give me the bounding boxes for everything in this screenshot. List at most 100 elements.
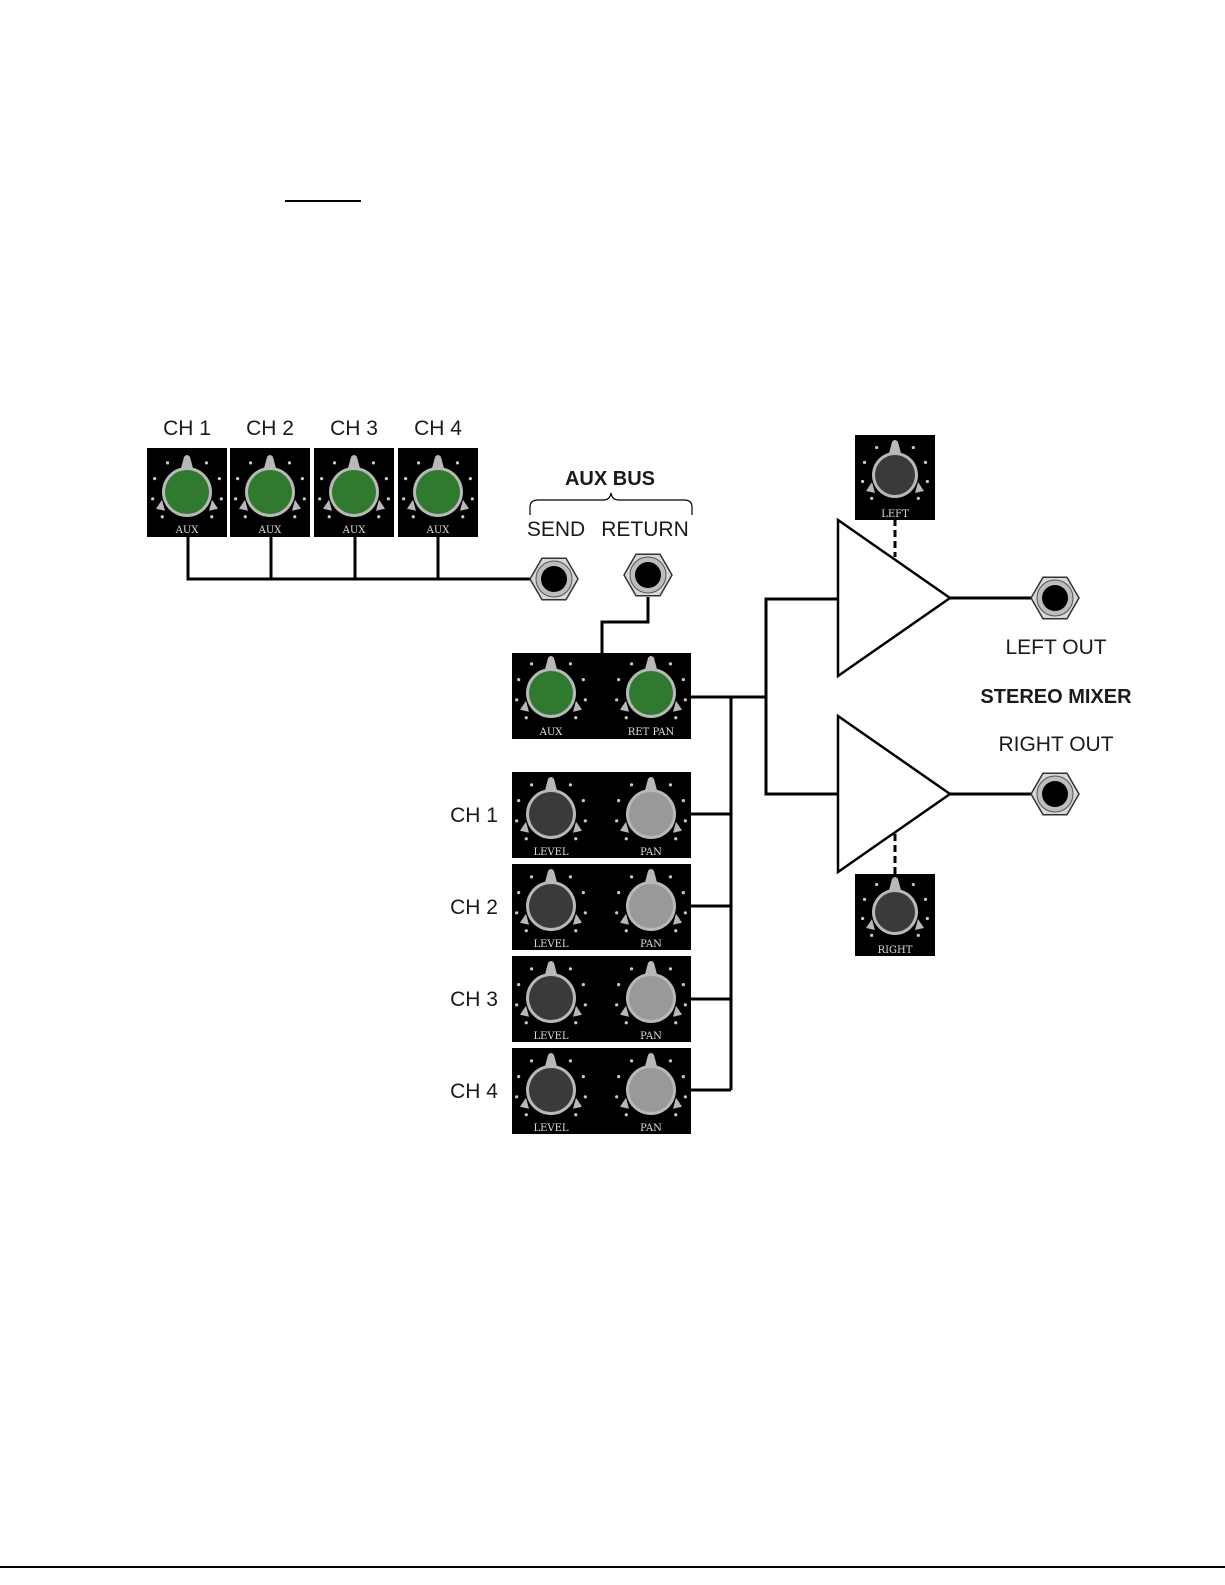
scale-dot bbox=[669, 967, 672, 970]
scale-dot bbox=[515, 1095, 518, 1098]
scale-dot bbox=[303, 497, 306, 500]
scale-dot bbox=[684, 911, 687, 914]
scale-dot bbox=[584, 698, 587, 701]
scale-dot bbox=[684, 1095, 687, 1098]
scale-dot bbox=[674, 929, 677, 932]
scale-dot bbox=[530, 875, 533, 878]
scale-dot bbox=[574, 1021, 577, 1024]
amp-split-wire bbox=[766, 599, 838, 794]
scale-dot bbox=[912, 883, 915, 886]
aux-send-wire bbox=[188, 535, 535, 579]
scale-dot bbox=[584, 1003, 587, 1006]
scale-dot bbox=[377, 515, 380, 518]
knob-label: LEVEL bbox=[533, 847, 568, 858]
knob-label: PAN bbox=[640, 847, 662, 858]
scale-dot bbox=[863, 898, 866, 901]
scale-dot bbox=[515, 911, 518, 914]
scale-dot bbox=[461, 515, 464, 518]
scale-dot bbox=[456, 461, 459, 464]
right-out-label: RIGHT OUT bbox=[998, 733, 1113, 756]
aux-bus-title: AUX BUS bbox=[565, 468, 655, 490]
scale-dot bbox=[525, 1113, 528, 1116]
scale-dot bbox=[669, 662, 672, 665]
aux-bus-brace bbox=[530, 493, 692, 515]
scale-dot bbox=[517, 983, 520, 986]
send-label: SEND bbox=[527, 518, 585, 541]
scale-dot bbox=[863, 461, 866, 464]
scale-dot bbox=[574, 837, 577, 840]
channel-label: CH 1 bbox=[163, 417, 211, 440]
scale-dot bbox=[412, 515, 415, 518]
scale-dot bbox=[517, 799, 520, 802]
scale-dot bbox=[293, 515, 296, 518]
knob-face bbox=[529, 1068, 573, 1112]
scale-dot bbox=[249, 461, 252, 464]
jack-socket bbox=[1042, 585, 1068, 611]
knob-label: LEVEL bbox=[533, 1031, 568, 1042]
scale-dot bbox=[525, 929, 528, 932]
scale-dot bbox=[574, 1113, 577, 1116]
scale-dot bbox=[917, 497, 920, 500]
channel-label: CH 1 bbox=[450, 804, 498, 827]
channel-strip: CH 3LEVELPAN bbox=[450, 956, 691, 1042]
left-out-jack[interactable] bbox=[1031, 577, 1079, 619]
scale-dot bbox=[161, 515, 164, 518]
scale-dot bbox=[569, 1059, 572, 1062]
scale-dot bbox=[630, 1059, 633, 1062]
scale-dot bbox=[926, 917, 929, 920]
scale-dot bbox=[870, 934, 873, 937]
jack-socket bbox=[541, 566, 567, 592]
knob-label: AUX bbox=[258, 525, 283, 536]
scale-dot bbox=[320, 477, 323, 480]
aux-send-channel: CH 4AUX bbox=[398, 417, 478, 537]
knob-face bbox=[629, 884, 673, 928]
scale-dot bbox=[318, 497, 321, 500]
scale-dot bbox=[530, 967, 533, 970]
knob-face bbox=[416, 470, 460, 514]
scale-dot bbox=[617, 891, 620, 894]
scale-dot bbox=[530, 662, 533, 665]
scale-dot bbox=[517, 678, 520, 681]
scale-dot bbox=[870, 497, 873, 500]
aux-send-jack[interactable] bbox=[530, 558, 578, 600]
aux-return-jack[interactable] bbox=[624, 554, 672, 596]
scale-dot bbox=[674, 1113, 677, 1116]
knob-label: AUX bbox=[426, 525, 451, 536]
channel-label: CH 4 bbox=[450, 1080, 498, 1103]
scale-dot bbox=[385, 477, 388, 480]
scale-dot bbox=[530, 783, 533, 786]
scale-dot bbox=[236, 477, 239, 480]
scale-dot bbox=[210, 515, 213, 518]
right-out-jack[interactable] bbox=[1031, 773, 1079, 815]
scale-dot bbox=[417, 461, 420, 464]
scale-dot bbox=[525, 716, 528, 719]
scale-dot bbox=[682, 1075, 685, 1078]
scale-dot bbox=[617, 983, 620, 986]
scale-dot bbox=[625, 837, 628, 840]
scale-dot bbox=[625, 1113, 628, 1116]
scale-dot bbox=[220, 497, 223, 500]
scale-dot bbox=[615, 819, 618, 822]
scale-dot bbox=[584, 819, 587, 822]
scale-dot bbox=[471, 497, 474, 500]
scale-dot bbox=[684, 819, 687, 822]
scale-dot bbox=[912, 446, 915, 449]
scale-dot bbox=[630, 662, 633, 665]
left-out-label: LEFT OUT bbox=[1005, 636, 1106, 659]
scale-dot bbox=[669, 875, 672, 878]
scale-dot bbox=[617, 799, 620, 802]
scale-dot bbox=[684, 698, 687, 701]
scale-dot bbox=[674, 1021, 677, 1024]
scale-dot bbox=[328, 515, 331, 518]
scale-dot bbox=[625, 1021, 628, 1024]
scale-dot bbox=[515, 819, 518, 822]
scale-dot bbox=[517, 891, 520, 894]
channel-label: CH 2 bbox=[246, 417, 294, 440]
scale-dot bbox=[924, 461, 927, 464]
scale-dot bbox=[515, 1003, 518, 1006]
knob-face bbox=[875, 455, 915, 495]
scale-dot bbox=[674, 837, 677, 840]
